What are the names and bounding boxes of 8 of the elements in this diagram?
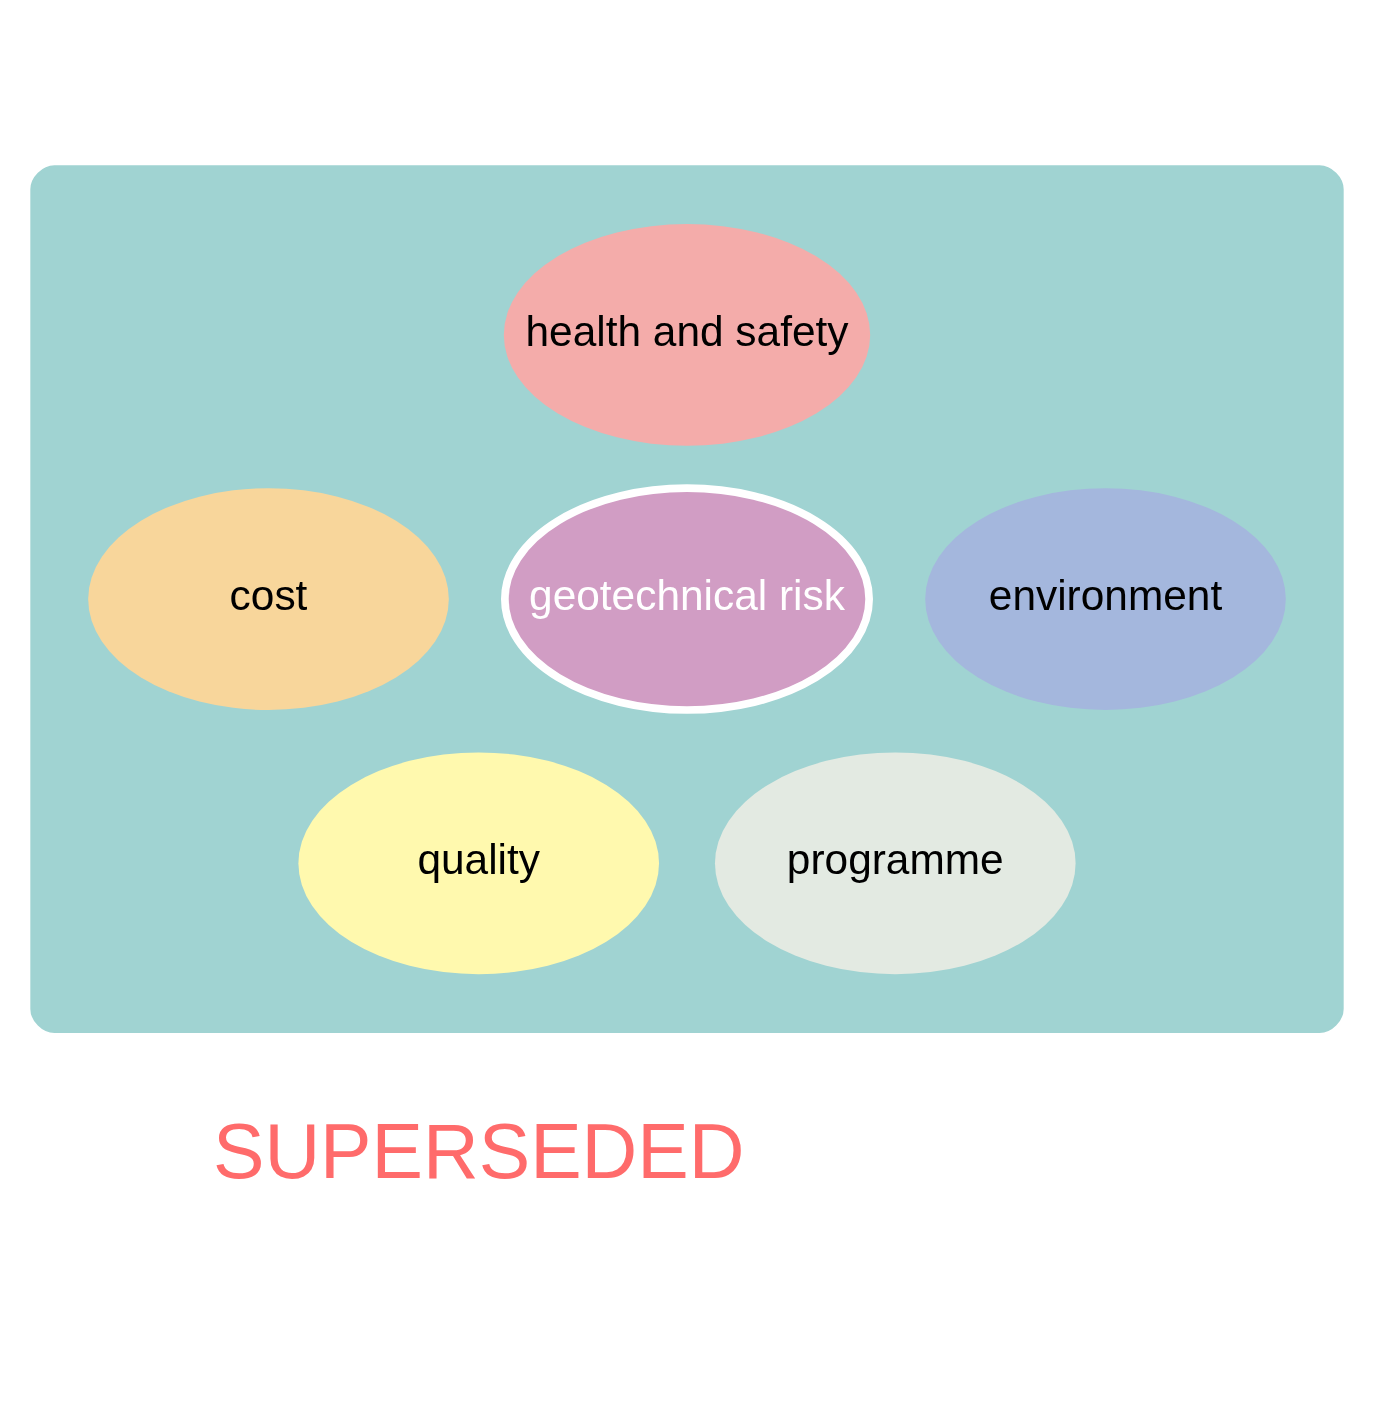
node-ellipse: programme	[714, 752, 1076, 975]
label: SUPERSEDED	[212, 1107, 745, 1194]
node-ellipse: cost	[88, 488, 449, 710]
node-ellipse: health and safety	[503, 224, 871, 446]
cluster	[30, 165, 1344, 1034]
node-ellipse: environment	[925, 488, 1286, 710]
node-ellipse: geotechnical risk	[501, 484, 873, 714]
node-ellipse: quality	[298, 752, 660, 975]
